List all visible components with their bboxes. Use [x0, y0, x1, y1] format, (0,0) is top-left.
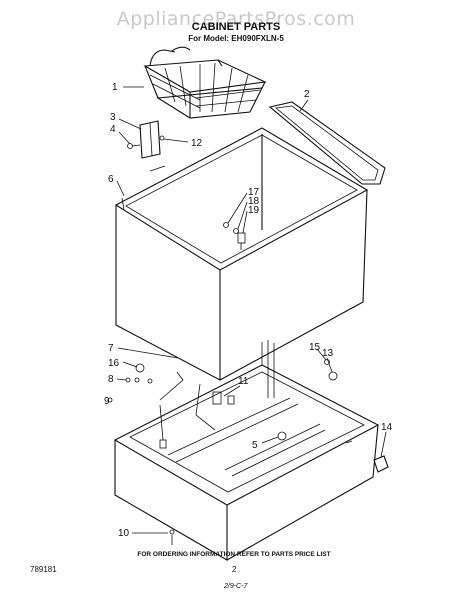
leader-line-18 [237, 201, 248, 230]
callout-12: 12 [191, 138, 203, 149]
leader-line-15 [316, 348, 327, 361]
callout-6: 6 [108, 174, 114, 185]
watermark-text: AppliancePartsPros.com [117, 8, 356, 30]
callout-15: 15 [309, 342, 321, 353]
leader-line-13 [326, 357, 333, 373]
callout-11: 11 [238, 376, 249, 387]
callout-2: 2 [304, 89, 310, 100]
callout-14: 14 [381, 422, 393, 433]
callout-10: 10 [118, 528, 130, 539]
leader-line-17 [227, 192, 248, 224]
callout-8: 8 [108, 374, 114, 385]
callout-16: 16 [108, 358, 120, 369]
ordering-info-text: FOR ORDERING INFORMATION REFER TO PARTS … [137, 551, 330, 558]
thermostat-mount-drawing [223, 222, 246, 250]
leader-line-8 [116, 378, 127, 381]
callout-5: 5 [252, 440, 258, 451]
leader-line-19 [242, 210, 248, 234]
leader-line-12 [163, 138, 189, 143]
leader-line-16 [122, 361, 138, 368]
cabinet-body-drawing [114, 127, 369, 381]
diagram-code: 789181 [30, 565, 57, 574]
leader-line-6 [116, 180, 125, 197]
leader-line-3 [118, 118, 142, 130]
callout-1: 1 [112, 82, 118, 93]
handwritten-note: 2/9-C-7 [223, 583, 248, 590]
page-number: 2 [232, 565, 237, 574]
leader-line-2 [299, 99, 309, 112]
leader-line-4 [118, 131, 131, 145]
hinge-bracket-drawing [127, 120, 165, 159]
callout-13: 13 [322, 348, 334, 359]
callout-3: 3 [110, 112, 116, 123]
callout-4: 4 [110, 124, 116, 135]
leader-line-5 [261, 436, 279, 444]
callout-19: 19 [248, 205, 260, 216]
leader-line-7 [117, 347, 179, 359]
lid-heater-drawing [268, 101, 386, 185]
leader-line-14 [380, 431, 387, 458]
callout-9: 9 [104, 396, 110, 407]
callout-18: 18 [248, 196, 260, 207]
callout-17: 17 [248, 187, 260, 198]
callout-7: 7 [108, 343, 114, 354]
diagram-title: CABINET PARTS [192, 21, 280, 33]
base-pan-drawing [107, 340, 389, 561]
model-subtitle: For Model: EH090FXLN-5 [188, 34, 284, 43]
wire-basket-drawing [143, 46, 267, 119]
leader-line-11 [223, 385, 241, 397]
